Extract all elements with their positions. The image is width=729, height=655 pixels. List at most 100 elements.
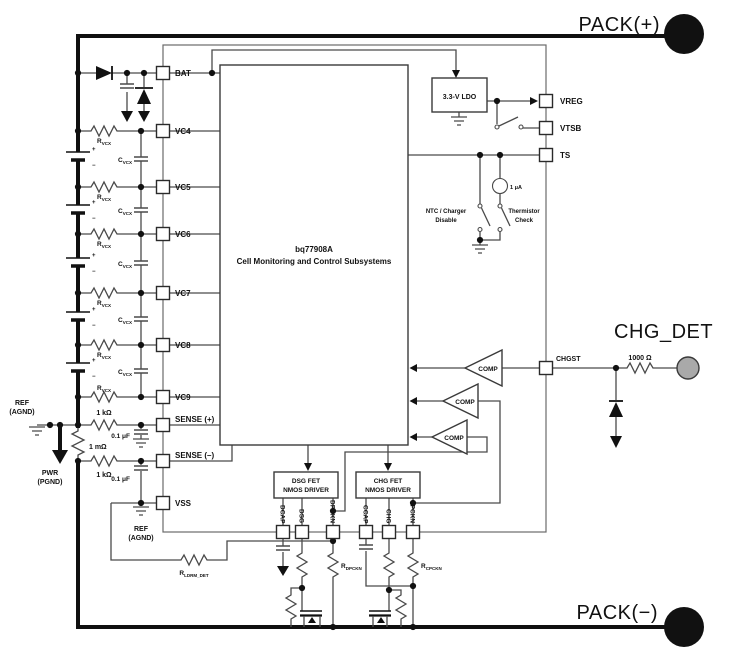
comparator-1 [463, 348, 503, 388]
ldo-block [431, 77, 488, 113]
ldo-wires [458, 100, 540, 129]
bat-zener-diode [137, 89, 151, 104]
cvcx-label: CVCX [118, 317, 132, 325]
pin-chgst [538, 360, 554, 376]
ic-core-block [219, 64, 409, 446]
ref-agnd-label-1: REF [15, 400, 30, 407]
pin-label-bat: BAT [175, 69, 191, 78]
pin-label-sense-minus: SENSE (–) [175, 451, 214, 460]
therm-switch-label-1: Thermistor [508, 209, 540, 215]
pin-ts [538, 147, 554, 163]
pin-label-vss: VSS [175, 499, 192, 508]
comp2-label: COMP [455, 399, 475, 406]
pin-ccap [358, 524, 374, 540]
ic-subtitle: Cell Monitoring and Control Subsystems [237, 257, 392, 266]
rdpckn-label: RDPCKN [341, 563, 362, 571]
pin-label-vc5: VC5 [175, 183, 191, 192]
rldrm-label: RLDRM_DET [179, 570, 208, 578]
pin-label-vc8: VC8 [175, 341, 191, 350]
chg-net [388, 539, 402, 627]
battery-stack [66, 151, 90, 373]
ref-agnd-label-2: (AGND) [9, 409, 34, 416]
pin-label-vtsb: VTSB [560, 124, 582, 133]
chg-driver-block [355, 471, 421, 499]
c01uf-label-bottom: 0.1 μF [111, 476, 130, 483]
pack-minus-terminal [664, 607, 704, 647]
pack-plus-terminal [664, 14, 704, 54]
pin-label-vc4: VC4 [175, 127, 191, 136]
svg-text:+: + [92, 200, 96, 206]
rvcx-label: RVCX [97, 194, 111, 202]
pin-dpckn [325, 524, 341, 540]
shunt-resistor-1mohm [70, 428, 86, 460]
ic-name: bq77908A [295, 245, 333, 254]
chg-det-terminal [676, 356, 700, 380]
ts-wires [408, 154, 540, 245]
pack-plus-label: PACK(+) [579, 14, 660, 36]
pin-vss [155, 495, 171, 511]
svg-text:+: + [92, 358, 96, 364]
pin-chg [381, 524, 397, 540]
rvcx-label: RVCX [97, 352, 111, 360]
rvcx-label: RVCX [97, 138, 111, 146]
pin-label-vc7: VC7 [175, 289, 191, 298]
comparator-3 [430, 418, 468, 456]
chg-det-label: CHG_DET [614, 321, 713, 343]
rvcx-label: RVCX [97, 385, 111, 393]
pin-label-ts: TS [560, 151, 571, 160]
pack-minus-label: PACK(−) [577, 602, 658, 624]
chg-driver-label-2: NMOS DRIVER [365, 487, 411, 494]
r1k-label-bottom: 1 kΩ [96, 472, 112, 479]
ntc-switch-label-1: NTC / Charger [426, 209, 467, 215]
pin-sense-minus [155, 453, 171, 469]
cvcx-label: CVCX [118, 261, 132, 269]
svg-text:−: − [92, 216, 96, 222]
bat-net-wires [78, 49, 457, 111]
pin-label-dsg: DSG [298, 509, 305, 523]
comp-input-wires [333, 400, 501, 512]
ref-agnd-label-3: REF [134, 526, 149, 533]
ldo-label: 3.3-V LDO [443, 94, 477, 101]
rcpckn-label: RCPCKN [421, 563, 442, 571]
pin-label-vc9: VC9 [175, 393, 191, 402]
pin-cpckn [405, 524, 421, 540]
chg-driver-label-1: CHG FET [374, 478, 403, 485]
battery-polarity-marks: +− +− +− +− +− [92, 147, 96, 380]
cvcx-label: CVCX [118, 369, 132, 377]
pin-vc6 [155, 226, 171, 242]
pwr-pgnd-label-1: PWR [42, 470, 58, 477]
pin-label-dcap: DCAP [279, 505, 286, 524]
ldo-input-arrow [452, 70, 460, 78]
pin-vc8 [155, 337, 171, 353]
pin-label-ccap: CCAP [362, 505, 369, 524]
diodes-and-arrows [52, 66, 623, 576]
driver-input-wires [307, 445, 389, 463]
chg-det-diode [609, 402, 623, 417]
svg-text:−: − [92, 163, 96, 169]
therm-switch-label-2: Check [515, 218, 534, 224]
switches [477, 116, 524, 233]
ref-agnd-label-4: (AGND) [128, 535, 153, 542]
pin-vtsb [538, 120, 554, 136]
shunt-label: 1 mΩ [89, 444, 107, 451]
svg-text:+: + [92, 253, 96, 259]
pin-dcap [275, 524, 291, 540]
comparator-2 [441, 382, 479, 420]
comp3-label: COMP [444, 435, 464, 442]
cvcx-label: CVCX [118, 157, 132, 165]
pack-minus-rail [76, 460, 666, 629]
ccap-net [365, 539, 413, 587]
pin-label-dpckn: DPCKN [329, 500, 336, 523]
pin-label-cpckn: CPCKN [409, 500, 416, 523]
pin-dsg [294, 524, 310, 540]
cvcx-label: CVCX [118, 208, 132, 216]
comp1-label: COMP [478, 366, 498, 373]
r1k-label-top: 1 kΩ [96, 410, 112, 417]
svg-text:+: + [92, 307, 96, 313]
current-source [491, 177, 509, 195]
dsg-driver-block [273, 471, 339, 499]
vreg-arrow [530, 97, 538, 105]
r1000-label: 1000 Ω [628, 355, 652, 362]
